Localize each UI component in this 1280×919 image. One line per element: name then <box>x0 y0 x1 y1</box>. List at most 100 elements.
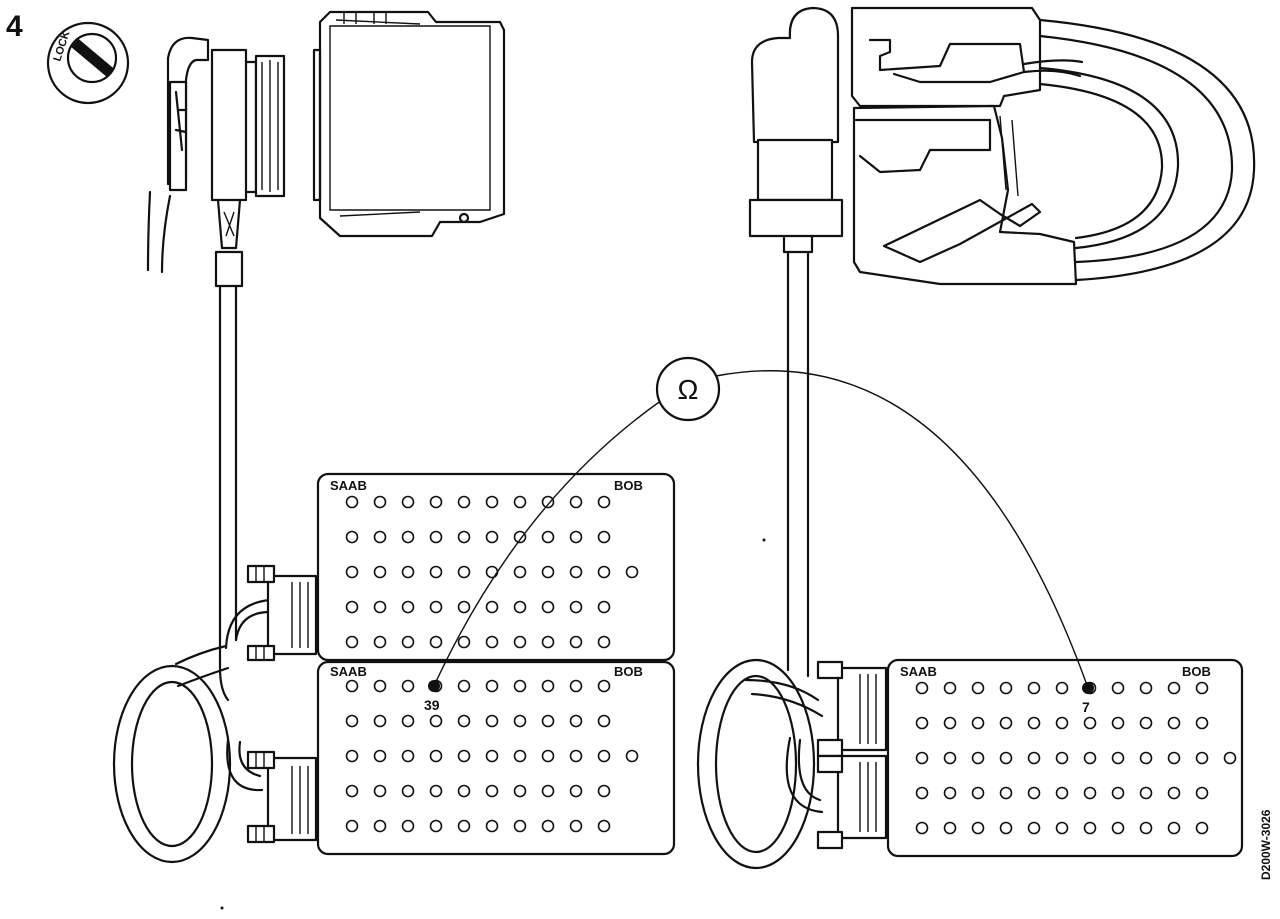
bob-pin-hole <box>345 749 359 763</box>
bob-pin-hole <box>345 784 359 798</box>
left-lower-plug <box>246 750 318 844</box>
bob-pin-hole <box>429 635 443 649</box>
bob-pin-hole <box>569 530 583 544</box>
bob-pin-hole <box>513 679 527 693</box>
bob-pin-hole <box>915 716 929 730</box>
bob-pin-hole <box>1195 786 1209 800</box>
bob-pin-hole <box>373 600 387 614</box>
bob-pin-hole <box>1027 786 1041 800</box>
bob-pin-hole <box>513 600 527 614</box>
bob-pin-hole <box>345 819 359 833</box>
bob-pin-hole <box>943 786 957 800</box>
bob-pin-hole <box>401 714 415 728</box>
bob-pin-hole <box>1055 681 1069 695</box>
bob-pin-hole <box>485 495 499 509</box>
right-ecu-unit <box>850 6 1084 286</box>
bob-pin-hole <box>943 751 957 765</box>
bob-pin-hole <box>1167 716 1181 730</box>
bob-pin-hole <box>345 600 359 614</box>
bob-pin-hole <box>457 714 471 728</box>
bob-pin-hole <box>485 600 499 614</box>
bob-pin-hole <box>1083 786 1097 800</box>
right-probe-pin-number: 7 <box>1082 699 1090 715</box>
bob-pin-hole <box>1195 716 1209 730</box>
bob-pin-hole <box>541 530 555 544</box>
bob-pin-hole <box>345 714 359 728</box>
bob-pin-hole <box>625 565 639 579</box>
bob-pin-hole <box>457 600 471 614</box>
bob-pin-hole <box>429 530 443 544</box>
bob-pin-hole <box>429 600 443 614</box>
bob-pin-hole <box>401 749 415 763</box>
bob-pin-hole <box>1167 681 1181 695</box>
right-cable <box>786 250 810 678</box>
ignition-lock-label: LOCK <box>51 30 72 63</box>
bob-pin-hole <box>569 600 583 614</box>
bob-pin-hole <box>345 565 359 579</box>
bob-pin-hole <box>401 600 415 614</box>
bob-pin-hole <box>569 819 583 833</box>
bob-pin-hole <box>597 749 611 763</box>
bob-pin-hole <box>971 786 985 800</box>
bob-pin-hole <box>485 819 499 833</box>
bob-pin-hole <box>373 530 387 544</box>
bob-pin-hole <box>1223 751 1237 765</box>
bob-pin-hole <box>457 784 471 798</box>
left-lower-type-label: BOB <box>614 664 643 679</box>
bob-pin-hole <box>373 635 387 649</box>
bob-pin-hole <box>1111 786 1125 800</box>
bob-pin-hole <box>541 714 555 728</box>
bob-pin-hole <box>569 495 583 509</box>
bob-pin-hole <box>1027 681 1041 695</box>
bob-pin-hole <box>1083 821 1097 835</box>
bob-pin-hole <box>1139 751 1153 765</box>
bob-pin-hole <box>597 600 611 614</box>
bob-pin-hole <box>541 635 555 649</box>
bob-pin-hole <box>1083 716 1097 730</box>
ohmmeter-symbol: Ω <box>678 374 699 405</box>
bob-pin-hole <box>485 749 499 763</box>
bob-pin-hole <box>597 784 611 798</box>
bob-pin-hole <box>597 714 611 728</box>
bob-pin-hole <box>373 749 387 763</box>
bob-pin-hole <box>485 530 499 544</box>
bob-pin-hole <box>457 679 471 693</box>
bob-pin-hole <box>915 751 929 765</box>
bob-pin-hole <box>569 714 583 728</box>
bob-pin-hole <box>541 679 555 693</box>
bob-pin-hole <box>541 819 555 833</box>
left-lower-bob-panel: SAAB BOB 39 <box>316 660 676 856</box>
bob-pin-hole <box>597 530 611 544</box>
bob-pin-hole <box>457 495 471 509</box>
bob-pin-hole <box>429 749 443 763</box>
bob-pin-hole <box>915 681 929 695</box>
bob-pin-hole <box>971 716 985 730</box>
step-number: 4 <box>6 10 23 43</box>
bob-pin-hole <box>345 679 359 693</box>
bob-pin-hole <box>401 530 415 544</box>
bob-pin-hole <box>373 714 387 728</box>
right-lower-plug <box>816 754 888 850</box>
bob-pin-hole <box>943 716 957 730</box>
bob-pin-hole <box>457 565 471 579</box>
bob-pin-hole <box>1111 716 1125 730</box>
bob-pin-hole <box>1167 786 1181 800</box>
bob-pin-hole <box>597 495 611 509</box>
bob-pin-hole <box>1027 821 1041 835</box>
bob-pin-hole <box>513 635 527 649</box>
bob-pin-hole <box>597 565 611 579</box>
bob-pin-hole <box>429 495 443 509</box>
bob-pin-hole <box>513 749 527 763</box>
bob-pin-hole <box>569 679 583 693</box>
bob-pin-hole <box>513 819 527 833</box>
bob-pin-hole <box>1027 716 1041 730</box>
right-looped-wires <box>1038 18 1256 282</box>
drawing-id: D200W-3026 <box>1259 809 1273 880</box>
bob-pin-hole <box>1139 716 1153 730</box>
bob-pin-hole <box>541 565 555 579</box>
bob-pin-hole <box>541 495 555 509</box>
bob-pin-hole <box>485 565 499 579</box>
left-upper-plug <box>246 564 318 662</box>
ohmmeter-icon: Ω <box>655 356 721 422</box>
bob-pin-hole <box>485 679 499 693</box>
